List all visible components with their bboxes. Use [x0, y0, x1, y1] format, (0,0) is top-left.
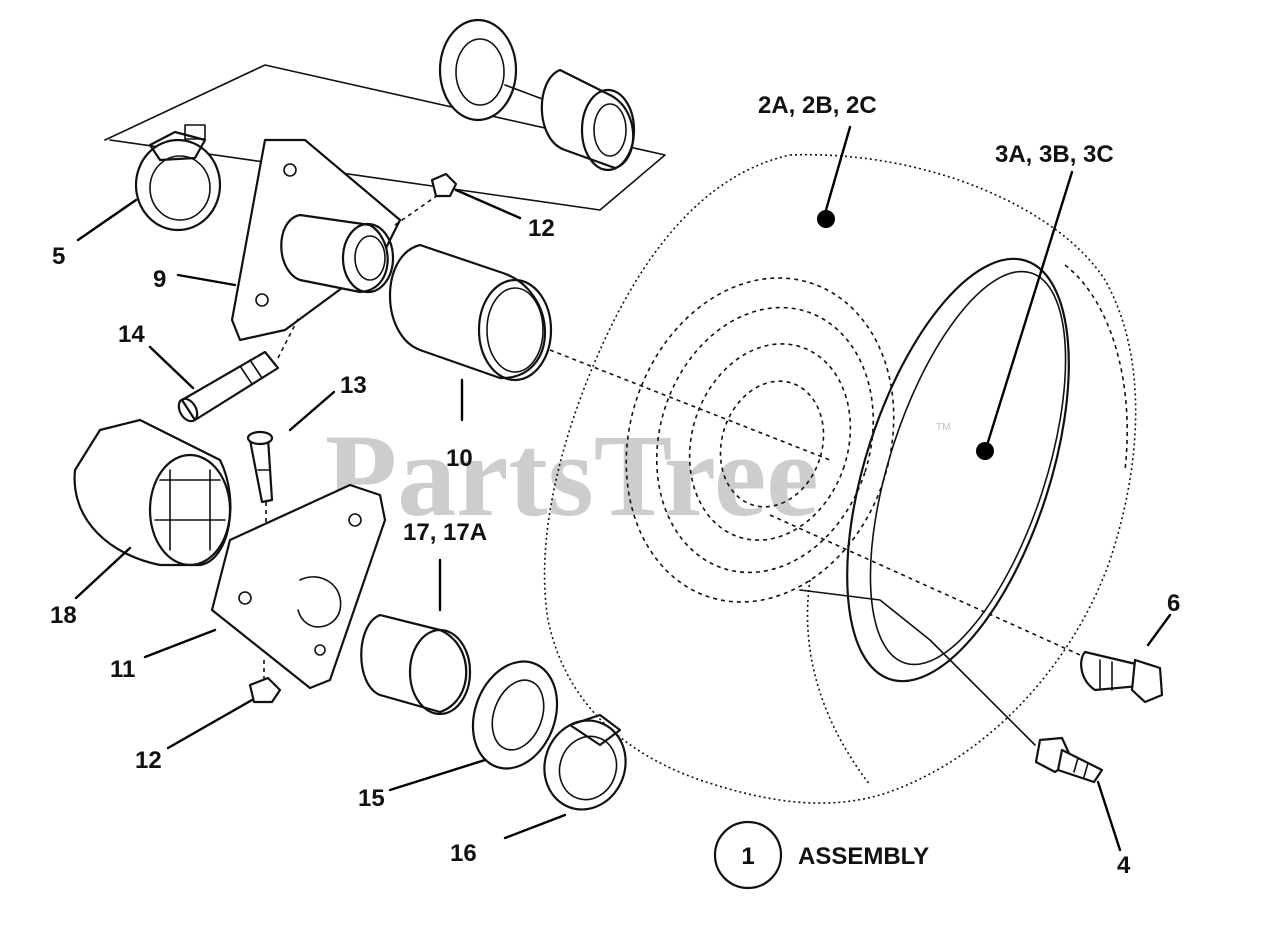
callout-12-top: 12 — [528, 215, 555, 242]
clamp-16 — [543, 713, 627, 811]
tire-dot-marker — [817, 210, 835, 228]
bolt-4 — [1034, 736, 1104, 784]
callout-12-bottom: 12 — [135, 747, 162, 774]
callout-6: 6 — [1167, 590, 1180, 617]
upper-bracket-assembly — [134, 124, 458, 342]
callout-11: 11 — [110, 656, 135, 683]
assembly-number: 1 — [741, 843, 754, 870]
callout-9: 9 — [153, 266, 166, 293]
bolt-6 — [1080, 650, 1164, 704]
watermark-trademark: TM — [936, 422, 950, 433]
bolt-14 — [177, 314, 301, 423]
callout-14: 14 — [118, 321, 145, 348]
wheel-dot-marker — [976, 442, 994, 460]
callout-4: 4 — [1117, 852, 1131, 879]
assembly-circle — [713, 820, 783, 890]
watermark: PartsTree — [325, 410, 819, 541]
tire-wheel-assembly — [543, 153, 1137, 804]
spacer-10 — [389, 243, 553, 382]
bushing-17 — [360, 613, 472, 716]
upper-exploded-box — [104, 18, 666, 211]
callout-3: 3A, 3B, 3C — [995, 141, 1114, 168]
leader-lines — [74, 125, 1172, 852]
callout-18: 18 — [50, 602, 77, 629]
bearing-15 — [471, 660, 559, 770]
assembly-label: ASSEMBLY — [798, 843, 929, 870]
shield-18 — [73, 418, 232, 567]
lower-bracket-11 — [210, 483, 387, 704]
pin-13 — [246, 430, 274, 540]
callout-5: 5 — [52, 243, 65, 270]
callout-15: 15 — [358, 785, 385, 812]
callout-2: 2A, 2B, 2C — [758, 92, 877, 119]
callout-10: 10 — [446, 445, 473, 472]
callout-17: 17, 17A — [403, 519, 487, 546]
callout-labels: 2A, 2B, 2C 3A, 3B, 3C 5 9 12 14 13 10 17… — [50, 92, 1180, 879]
assembly-legend: 1 ASSEMBLY — [713, 820, 929, 890]
callout-16: 16 — [450, 840, 477, 867]
callout-13: 13 — [340, 372, 367, 399]
